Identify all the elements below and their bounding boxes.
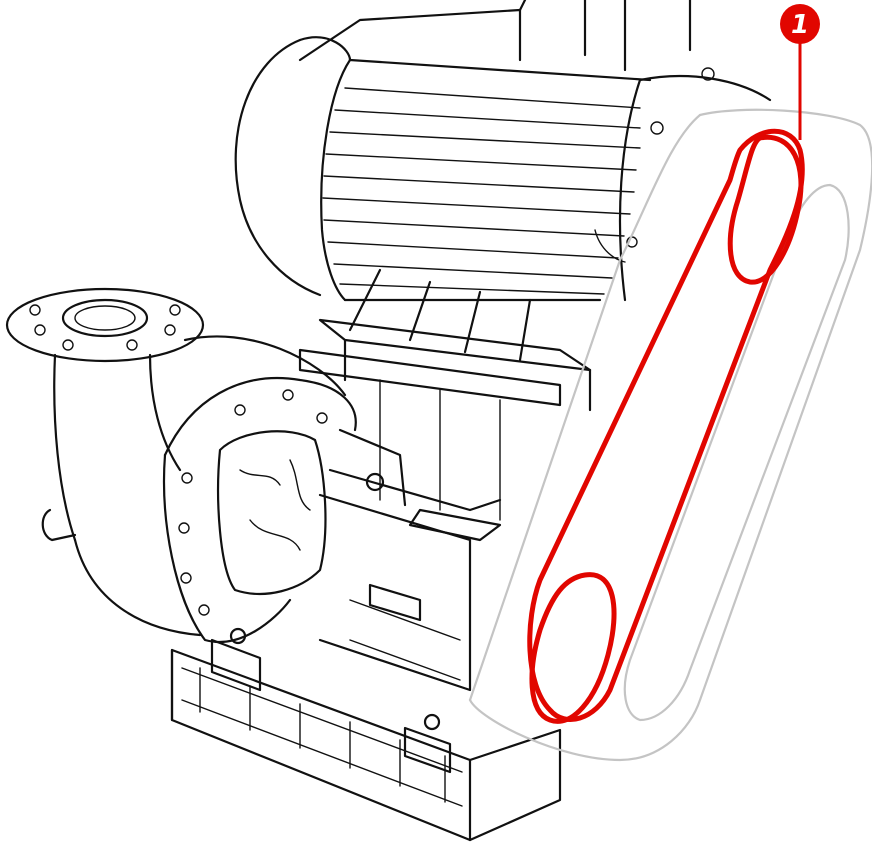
drive-pulley-top — [727, 134, 804, 285]
callout-1-badge — [780, 4, 820, 44]
driven-pulley-bottom — [529, 572, 617, 724]
callout-1: 1 — [780, 4, 820, 140]
motor-bracket — [298, 268, 592, 521]
base-frame — [170, 627, 562, 842]
bearing-housing — [318, 428, 502, 692]
pump-casing — [5, 287, 357, 643]
callout-1-number: 1 — [791, 10, 809, 40]
drive-belt-loop — [527, 128, 805, 722]
motor — [234, 0, 772, 302]
drive-belt — [527, 128, 805, 724]
